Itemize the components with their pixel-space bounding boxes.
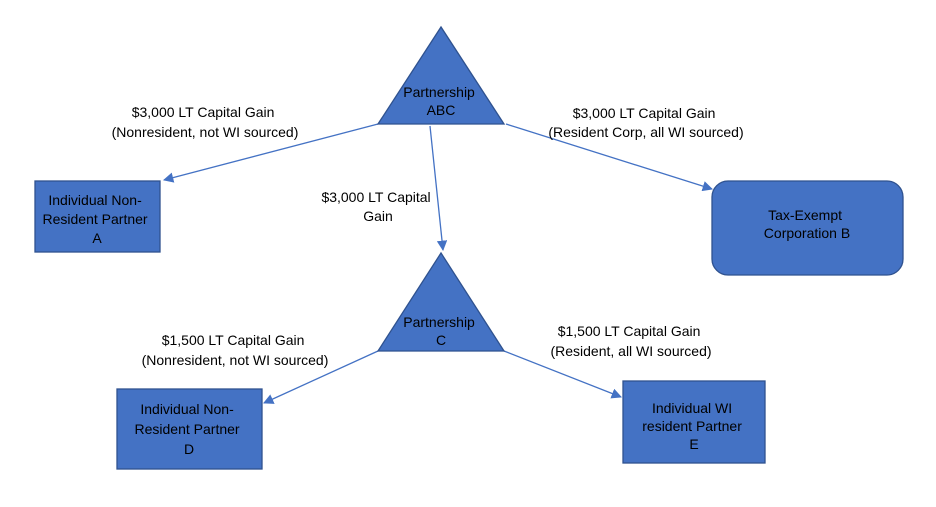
edge-label-line: (Resident Corp, all WI sourced)	[548, 124, 743, 140]
svg-text:Individual WI resident P: Individual WI resident Partner E	[642, 400, 746, 452]
triangle-shape	[376, 251, 506, 352]
node-label-line: Resident Partner	[43, 211, 148, 227]
node-partner-d: Individual Non- Resident Partner D	[116, 388, 263, 470]
node-label-line: Individual Non-	[48, 192, 142, 208]
rectangle-shape	[116, 388, 263, 470]
edge-abc-to-a	[162, 123, 379, 183]
node-corp-b: Tax-Exempt Corporation B	[711, 180, 904, 276]
rectangle-shape	[34, 180, 161, 253]
svg-text:Partnership ABC: Partnership ABC	[403, 84, 478, 118]
edge-label-line: (Resident, all WI sourced)	[550, 343, 711, 359]
edge-c-to-d	[263, 350, 379, 404]
node-label-line: Partnership	[403, 84, 475, 100]
svg-text:Individual Non- Resident: Individual Non- Resident Partner A	[43, 192, 152, 246]
edge-label-line: Gain	[363, 208, 393, 224]
node-label-line: Resident Partner	[135, 421, 240, 437]
edge-abc-to-b	[505, 123, 713, 192]
svg-text:Tax-Exempt Corporation B: Tax-Exempt Corporation B	[764, 207, 850, 241]
node-label-line: ABC	[427, 102, 456, 118]
edge-abc-to-c	[429, 125, 448, 252]
edge-label-c-to-d: $1,500 LT Capital Gain (Nonresident, not…	[142, 332, 329, 368]
rounded-rectangle-shape	[711, 180, 904, 276]
node-partnership-c: Partnership C	[376, 251, 506, 352]
edge-label-abc-to-a: $3,000 LT Capital Gain (Nonresident, not…	[112, 104, 299, 140]
node-label-line: Tax-Exempt	[768, 207, 842, 223]
edge-c-to-e	[503, 350, 622, 399]
node-label-line: C	[436, 332, 446, 348]
node-label-line: resident Partner	[642, 418, 742, 434]
edge-label-line: (Nonresident, not WI sourced)	[112, 124, 299, 140]
node-label-line: Corporation B	[764, 225, 850, 241]
node-partner-a: Individual Non- Resident Partner A	[34, 180, 161, 253]
edge-label-abc-to-c: $3,000 LT Capital Gain	[321, 189, 434, 224]
node-label-line: E	[689, 436, 698, 452]
edge-label-line: $3,000 LT Capital	[321, 189, 430, 205]
node-label-line: Individual Non-	[140, 401, 234, 417]
triangle-shape	[376, 25, 506, 125]
svg-text:Partnership C: Partnership C	[403, 314, 478, 348]
edge-label-abc-to-b: $3,000 LT Capital Gain (Resident Corp, a…	[548, 105, 743, 140]
edge-label-line: (Nonresident, not WI sourced)	[142, 352, 329, 368]
node-label-line: Individual WI	[652, 400, 732, 416]
edge-label-line: $1,500 LT Capital Gain	[162, 332, 305, 348]
node-label-line: A	[92, 230, 102, 246]
edge-label-c-to-e: $1,500 LT Capital Gain (Resident, all WI…	[550, 323, 711, 359]
node-partner-e: Individual WI resident Partner E	[622, 380, 766, 464]
svg-text:Individual Non- Resident: Individual Non- Resident Partner D	[135, 401, 244, 457]
node-label-line: Partnership	[403, 314, 475, 330]
node-label-line: D	[184, 441, 194, 457]
edge-label-line: $3,000 LT Capital Gain	[573, 105, 716, 121]
edge-label-line: $3,000 LT Capital Gain	[132, 104, 275, 120]
edge-label-line: $1,500 LT Capital Gain	[558, 323, 701, 339]
node-partnership-abc: Partnership ABC	[376, 25, 506, 125]
rectangle-shape	[622, 380, 766, 464]
